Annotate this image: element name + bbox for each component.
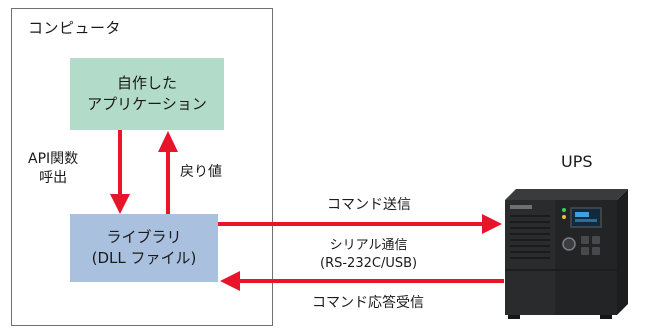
api-call-label-line2: 呼出 [39, 170, 68, 186]
application-label-line1: 自作した [116, 74, 177, 92]
application-node: 自作した アプリケーション [70, 58, 224, 130]
api-call-arrow [110, 130, 130, 214]
api-call-label-line1: API関数 [28, 151, 79, 167]
library-label-line2: (DLL ファイル) [91, 249, 197, 267]
computer-label: コンピュータ [28, 19, 122, 37]
return-value-label: 戻り値 [180, 164, 222, 180]
command-response-label: コマンド応答受信 [312, 295, 424, 311]
return-value-arrow [158, 131, 178, 214]
serial-communication-label: シリアル通信 (RS-232C/USB) [320, 237, 417, 273]
serial-communication-line2: (RS-232C/USB) [320, 256, 418, 271]
application-label-line2: アプリケーション [87, 95, 207, 113]
command-send-label: コマンド送信 [327, 197, 411, 213]
serial-communication-line1: シリアル通信 [329, 238, 408, 253]
ups-device-icon [505, 189, 628, 319]
ups-label: UPS [561, 152, 593, 171]
api-call-label: API関数 呼出 [28, 150, 78, 188]
command-send-arrow [218, 214, 502, 234]
library-node: ライブラリ (DLL ファイル) [70, 214, 218, 282]
library-label-line1: ライブラリ [106, 228, 182, 246]
command-response-arrow [220, 271, 504, 291]
